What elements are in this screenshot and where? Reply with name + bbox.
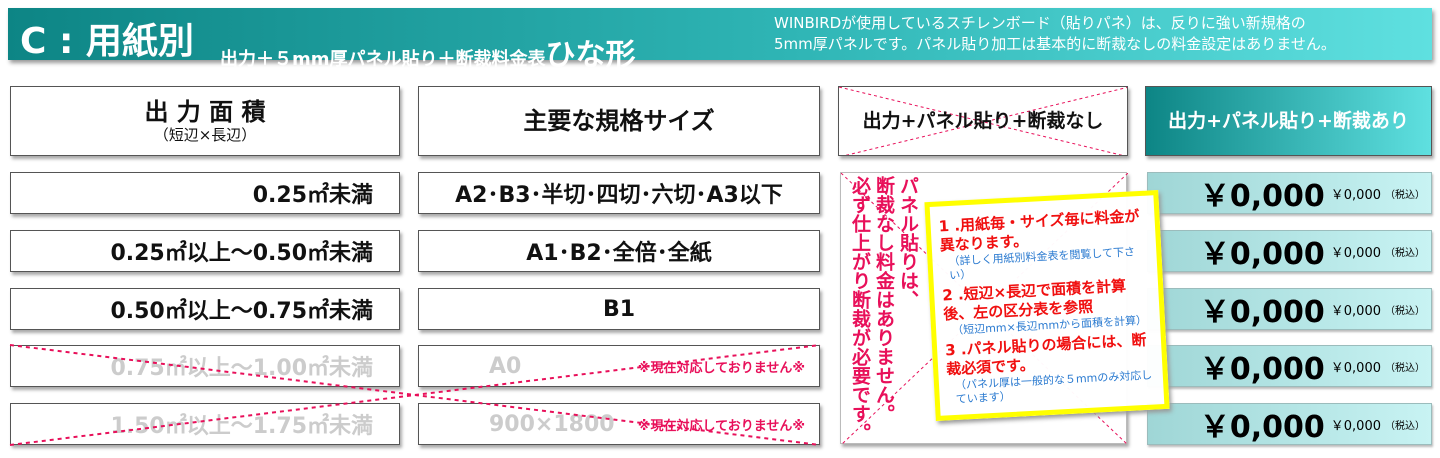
price-box: ￥0,000 ￥0,000 （税込） [1147,288,1432,330]
price: ￥0,000 [1199,352,1325,387]
row-sizes: A2･B3･半切･四切･六切･A3以下 [418,172,820,214]
tax-price: ￥0,000 [1330,360,1381,376]
tax-label: （税込） [1385,420,1425,432]
subtitle-text: 出力＋５mm厚パネル貼り＋断裁料金表 [220,49,546,70]
col-header-with-cut: 出力+パネル貼り+断裁あり [1145,86,1432,156]
sizes-label: 主要な規格サイズ [523,107,715,135]
unsupported-note: ※現在対応しておりません※ [637,360,805,376]
price: ￥0,000 [1199,179,1325,214]
header-subtitle: 出力＋５mm厚パネル貼り＋断裁料金表ひな形 [220,30,636,74]
header-note: WINBIRDが使用しているスチレンボード（貼りパネ）は、反りに強い新規格の 5m… [774,13,1336,55]
no-cut-note-3: 必ず仕上がり断裁が必要です。 [849,176,871,442]
tax-price: ￥0,000 [1330,303,1381,319]
price-box: ￥0,000 ￥0,000 （税込） [1147,403,1432,445]
row-area: 0.25㎡未満 [10,172,400,214]
row-sizes-disabled: A0 ※現在対応しておりません※ [418,345,820,387]
size-text: 900×1800 [489,411,615,437]
tax-label: （税込） [1385,362,1425,374]
tax-label: （税込） [1385,305,1425,317]
tax-price: ￥0,000 [1330,418,1381,434]
section-title: 用紙別 [85,21,194,62]
price: ￥0,000 [1199,295,1325,330]
row-sizes-disabled: 900×1800 ※現在対応しておりません※ [418,403,820,445]
header-banner: C : 用紙別 出力＋５mm厚パネル貼り＋断裁料金表ひな形 WINBIRDが使用… [8,8,1432,73]
subtitle-suffix: ひな形 [545,38,636,73]
price: ￥0,000 [1199,237,1325,272]
price-box: ￥0,000 ￥0,000 （税込） [1147,345,1432,387]
no-cut-note-1: パネル貼りは、 [897,176,919,309]
tax-label: （税込） [1385,189,1425,201]
no-cut-note-2: 断裁なし料金はありません。 [873,176,895,423]
price: ￥0,000 [1199,410,1325,445]
tax-price: ￥0,000 [1330,187,1381,203]
col-header-sizes: 主要な規格サイズ [418,86,820,156]
col-header-area: 出 力 面 積（短辺×長辺） [10,86,400,156]
tax-price: ￥0,000 [1330,245,1381,261]
note-line-2: 5mm厚パネルです。パネル貼り加工は基本的に断裁なしの料金設定はありません。 [774,35,1336,53]
price-box: ￥0,000 ￥0,000 （税込） [1147,230,1432,272]
price-box: ￥0,000 ￥0,000 （税込） [1147,172,1432,214]
row-area: 0.25㎡以上〜0.50㎡未満 [10,230,400,272]
row-area-disabled: 0.75㎡以上〜1.00㎡未満 [10,345,400,387]
header-title: C : 用紙別 [20,21,194,62]
unsupported-note: ※現在対応しておりません※ [637,418,805,434]
col-header-no-cut: 出力+パネル貼り+断裁なし [838,86,1128,156]
notes-callout: 1 .用紙毎・サイズ毎に料金が異なります。（詳しく用紙別料金表を閲覧して下さい）… [924,190,1170,421]
tax-label: （税込） [1385,247,1425,259]
row-sizes: B1 [418,288,820,330]
size-text: A0 [489,353,522,379]
cross-out-icon [839,87,1127,155]
area-label: 出 力 面 積 [144,98,266,126]
row-area: 0.50㎡以上〜0.75㎡未満 [10,288,400,330]
row-area-disabled: 1.50㎡以上〜1.75㎡未満 [10,403,400,445]
no-cut-label: 出力+パネル貼り+断裁なし [862,110,1104,132]
area-sub-label: （短辺×長辺） [153,126,257,144]
section-code: C [20,21,47,62]
note-line-1: WINBIRDが使用しているスチレンボード（貼りパネ）は、反りに強い新規格の [774,14,1306,32]
row-sizes: A1･B2･全倍･全紙 [418,230,820,272]
with-cut-label: 出力+パネル貼り+断裁あり [1168,110,1409,132]
